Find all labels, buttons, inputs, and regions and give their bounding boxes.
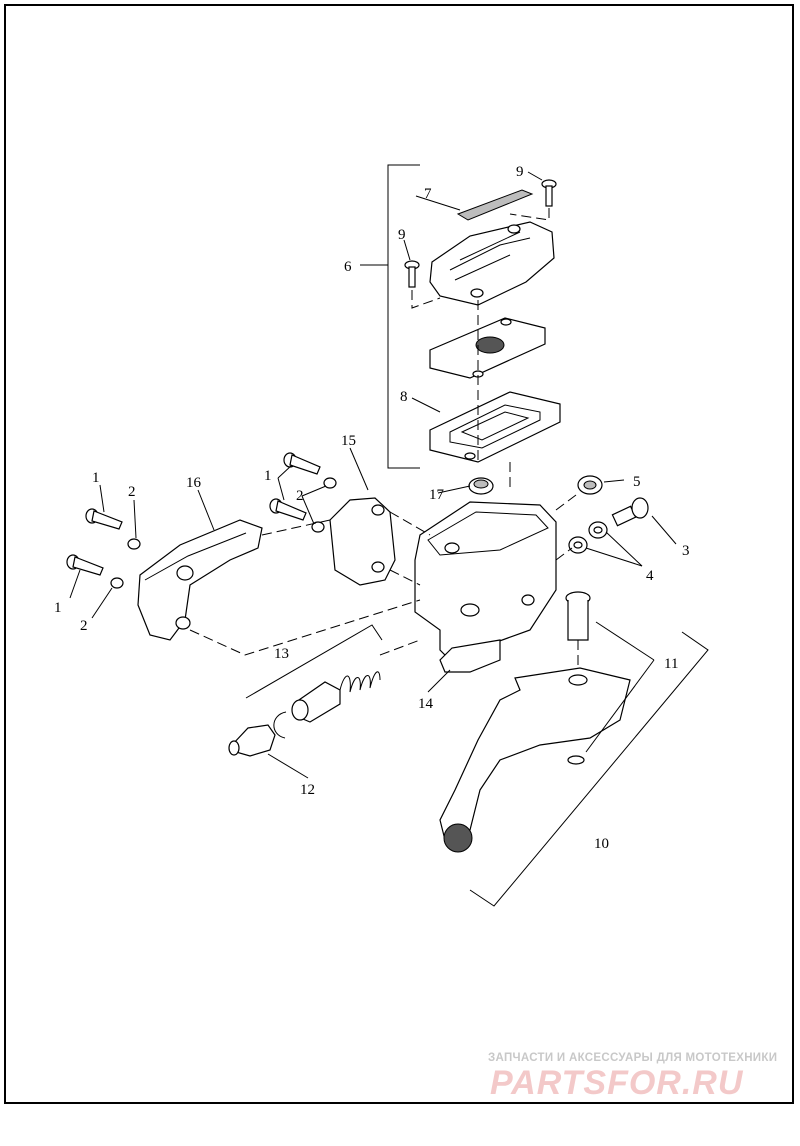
lever-10 (439, 667, 631, 853)
dash-13 (379, 639, 421, 656)
callout-labels: 1 2 16 1 2 15 17 5 3 4 6 7 9 9 8 1 2 13 … (54, 164, 690, 852)
callout-2-left-top: 2 (128, 484, 136, 500)
watermark-logo: PARTSFOR.RU (490, 1064, 744, 1102)
callout-17: 17 (429, 487, 445, 503)
screw-9-right (541, 179, 557, 207)
bracket-10 (469, 631, 709, 907)
callout-13: 13 (274, 646, 289, 662)
diagram-frame (4, 4, 794, 1104)
leader-dash-9l (411, 290, 441, 309)
screw-9-left (404, 260, 420, 288)
master-cylinder-body (414, 501, 557, 673)
bracket-13 (245, 624, 383, 699)
dash-15a (389, 511, 431, 536)
diaphragm-8 (429, 391, 561, 463)
callout-1-left-top: 1 (92, 470, 100, 486)
pivot-pin-11 (565, 591, 591, 641)
callout-2-left-bottom: 2 (80, 618, 88, 634)
washer-2-left-bottom (110, 577, 124, 589)
callout-15: 15 (341, 433, 356, 449)
watermark: ЗАПЧАСТИ И АКСЕССУАРЫ ДЛЯ МОТОТЕХНИКИ PA… (488, 1052, 777, 1102)
clip-11 (567, 755, 585, 765)
reservoir-cover (429, 221, 555, 306)
plug-17 (468, 477, 494, 495)
clamp-16 (137, 519, 263, 641)
dash-16b (261, 519, 331, 536)
piston (291, 681, 341, 723)
leader-dash-9r (509, 208, 550, 221)
boot-12 (228, 724, 276, 757)
banjo-bolt-3 (611, 497, 649, 527)
callout-7: 7 (424, 186, 432, 202)
screw-1-left-top (85, 508, 123, 530)
callout-9-top: 9 (516, 164, 524, 180)
snap-ring (273, 711, 287, 739)
cover-label-plate (456, 189, 534, 221)
callout-9-left: 9 (398, 227, 406, 243)
callout-4: 4 (646, 568, 654, 584)
washer-2-mid-bottom (311, 521, 325, 533)
callout-2-mid: 2 (296, 488, 304, 504)
dash-4 (555, 547, 573, 561)
screw-1-mid-bottom (269, 498, 307, 521)
piston-spring (339, 671, 381, 693)
callout-3: 3 (682, 543, 690, 559)
dash-16 (189, 599, 421, 656)
dash-15b (389, 569, 421, 586)
leader-lines (69, 171, 677, 779)
reservoir-plate (429, 317, 546, 379)
washer-2-mid-top (323, 477, 337, 489)
callout-14: 14 (418, 696, 434, 712)
callout-6: 6 (344, 259, 352, 275)
clamp-15 (329, 497, 396, 586)
callout-11: 11 (664, 656, 678, 672)
callout-1-left-bottom: 1 (54, 600, 62, 616)
watermark-tagline: ЗАПЧАСТИ И АКСЕССУАРЫ ДЛЯ МОТОТЕХНИКИ (488, 1052, 777, 1064)
callout-1-mid: 1 (264, 468, 272, 484)
callout-8: 8 (400, 389, 408, 405)
washer-2-left-top (127, 538, 141, 550)
callout-12: 12 (300, 782, 315, 798)
callout-5: 5 (633, 474, 641, 490)
callout-10: 10 (594, 836, 609, 852)
washers-4 (568, 521, 608, 554)
fitting-5 (577, 475, 603, 495)
bracket-6 (360, 164, 420, 469)
screw-1-left-bottom (66, 554, 104, 576)
screw-1-mid-top (283, 452, 321, 475)
callout-16: 16 (186, 475, 202, 491)
dash-5 (555, 491, 581, 511)
